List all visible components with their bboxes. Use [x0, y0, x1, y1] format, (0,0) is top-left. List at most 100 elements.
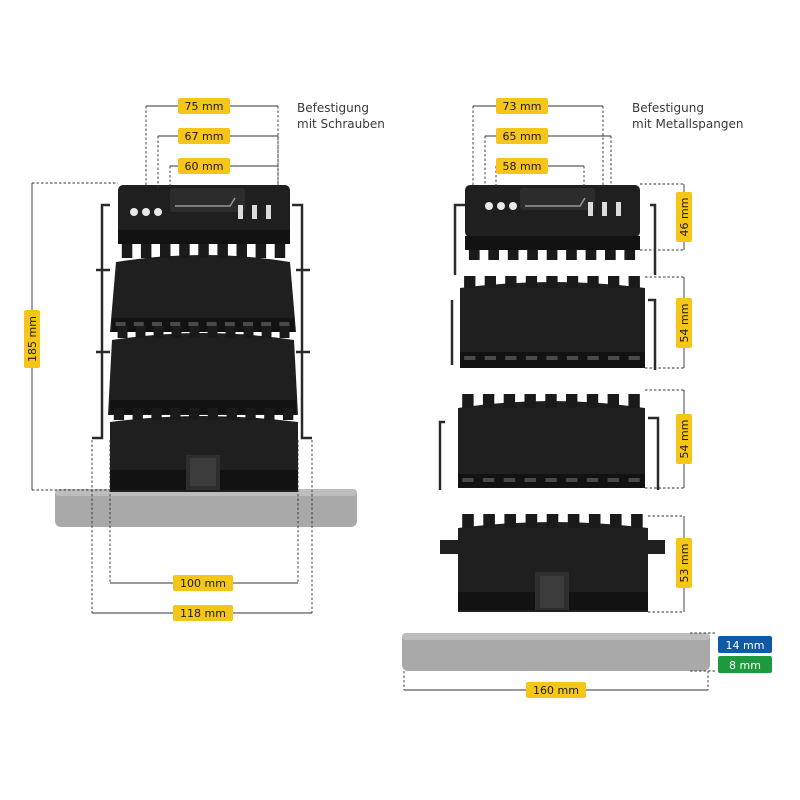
- svg-text:67 mm: 67 mm: [185, 130, 224, 143]
- dim-label-67: 67 mm: [178, 128, 230, 144]
- segment-tooth: [484, 356, 496, 360]
- segment-tooth: [524, 478, 536, 482]
- segment-tooth: [243, 322, 253, 326]
- segment-tooth: [546, 356, 558, 360]
- svg-text:65 mm: 65 mm: [503, 130, 542, 143]
- segment-tooth: [545, 478, 557, 482]
- segment-tooth: [189, 408, 200, 420]
- screw-hole-icon: [509, 202, 517, 210]
- segment-tooth: [605, 250, 616, 260]
- segment-tooth: [503, 478, 516, 482]
- segment-tooth: [464, 356, 476, 360]
- left-caption-line2: mit Schrauben: [297, 117, 385, 131]
- segment-tooth: [245, 408, 256, 420]
- right-rail: [402, 633, 710, 671]
- segment-tooth: [566, 394, 578, 408]
- dim-label-118: 118 mm: [173, 605, 233, 621]
- segment-tooth: [482, 394, 495, 408]
- segment-tooth: [113, 408, 125, 420]
- segment-tooth: [170, 322, 181, 326]
- segment-tooth: [587, 356, 599, 360]
- left-segment-1: [110, 255, 296, 332]
- segment-tooth: [261, 322, 272, 326]
- svg-text:118 mm: 118 mm: [180, 607, 226, 620]
- right-segment-2: [438, 401, 660, 490]
- dim-label-8: 8 mm: [718, 656, 772, 673]
- right-segment-3: [440, 522, 665, 612]
- segment-tooth: [628, 276, 640, 288]
- segment-tooth: [527, 250, 538, 260]
- screw-hole-icon: [142, 208, 150, 216]
- segment-tooth: [462, 394, 474, 408]
- segment-tooth: [585, 250, 597, 260]
- segment-tooth: [207, 326, 218, 338]
- segment-tooth: [482, 478, 495, 482]
- left-caption-line1: Befestigung: [297, 101, 369, 115]
- svg-text:8 mm: 8 mm: [729, 659, 761, 672]
- segment-tooth: [567, 514, 580, 528]
- segment-tooth: [243, 326, 254, 338]
- segment-tooth: [133, 322, 144, 326]
- left-top-clamp: [118, 185, 290, 244]
- segment-tooth: [566, 356, 579, 360]
- segment-tooth: [484, 276, 496, 288]
- svg-text:53 mm: 53 mm: [678, 544, 691, 583]
- svg-text:14 mm: 14 mm: [726, 639, 765, 652]
- segment-tooth: [115, 322, 126, 326]
- screw-hole-icon: [497, 202, 505, 210]
- svg-text:54 mm: 54 mm: [678, 420, 691, 459]
- segment-tooth: [135, 326, 146, 338]
- segment-tooth: [588, 514, 601, 528]
- segment-tooth: [608, 356, 620, 360]
- segment-tooth: [608, 276, 620, 288]
- segment-tooth: [488, 250, 499, 260]
- segment-tooth: [525, 276, 538, 288]
- segment-tooth: [468, 250, 480, 260]
- svg-text:60 mm: 60 mm: [185, 160, 224, 173]
- segment-tooth: [628, 356, 640, 360]
- segment-tooth: [505, 356, 517, 360]
- segment-tooth: [170, 408, 181, 420]
- segment-tooth: [198, 244, 209, 258]
- segment-tooth: [586, 478, 599, 482]
- segment-tooth: [505, 276, 517, 288]
- segment-tooth: [566, 276, 579, 288]
- dim-label-73: 73 mm: [496, 98, 548, 114]
- segment-tooth: [462, 478, 474, 482]
- segment-tooth: [207, 408, 219, 420]
- segment-tooth: [631, 514, 643, 528]
- segment-tooth: [117, 326, 128, 338]
- segment-tooth: [483, 514, 495, 528]
- segment-tooth: [586, 394, 599, 408]
- dim-label-58: 58 mm: [496, 158, 548, 174]
- segment-tooth: [566, 478, 578, 482]
- left-segment-2: [108, 333, 298, 415]
- segment-tooth: [546, 514, 559, 528]
- segment-tooth: [504, 514, 516, 528]
- dim-label-100: 100 mm: [173, 575, 233, 591]
- segment-tooth: [153, 326, 164, 338]
- right-top-clamp: [453, 185, 657, 275]
- dim-label-46: 46 mm: [676, 192, 692, 242]
- segment-tooth: [225, 326, 236, 338]
- segment-tooth: [464, 276, 476, 288]
- left-assembly: 75 mm 67 mm 60 mm 185 mm 100 mm 118 mm B…: [24, 98, 385, 621]
- dim-label-60: 60 mm: [178, 158, 230, 174]
- svg-text:58 mm: 58 mm: [503, 160, 542, 173]
- right-assembly: 73 mm 65 mm 58 mm 46 mm 54 mm 54 mm 53 m…: [402, 98, 772, 698]
- segment-tooth: [151, 408, 162, 420]
- svg-text:73 mm: 73 mm: [503, 100, 542, 113]
- screw-hole-icon: [485, 202, 493, 210]
- segment-teeth: [113, 244, 643, 528]
- segment-tooth: [283, 408, 294, 420]
- segment-tooth: [255, 244, 267, 258]
- segment-tooth: [503, 394, 516, 408]
- dim-label-54a: 54 mm: [676, 298, 692, 348]
- segment-tooth: [524, 394, 536, 408]
- segment-tooth: [274, 244, 286, 258]
- left-segment-3: [110, 416, 298, 492]
- dim-label-65: 65 mm: [496, 128, 548, 144]
- segment-tooth: [607, 394, 619, 408]
- segment-tooth: [279, 322, 290, 326]
